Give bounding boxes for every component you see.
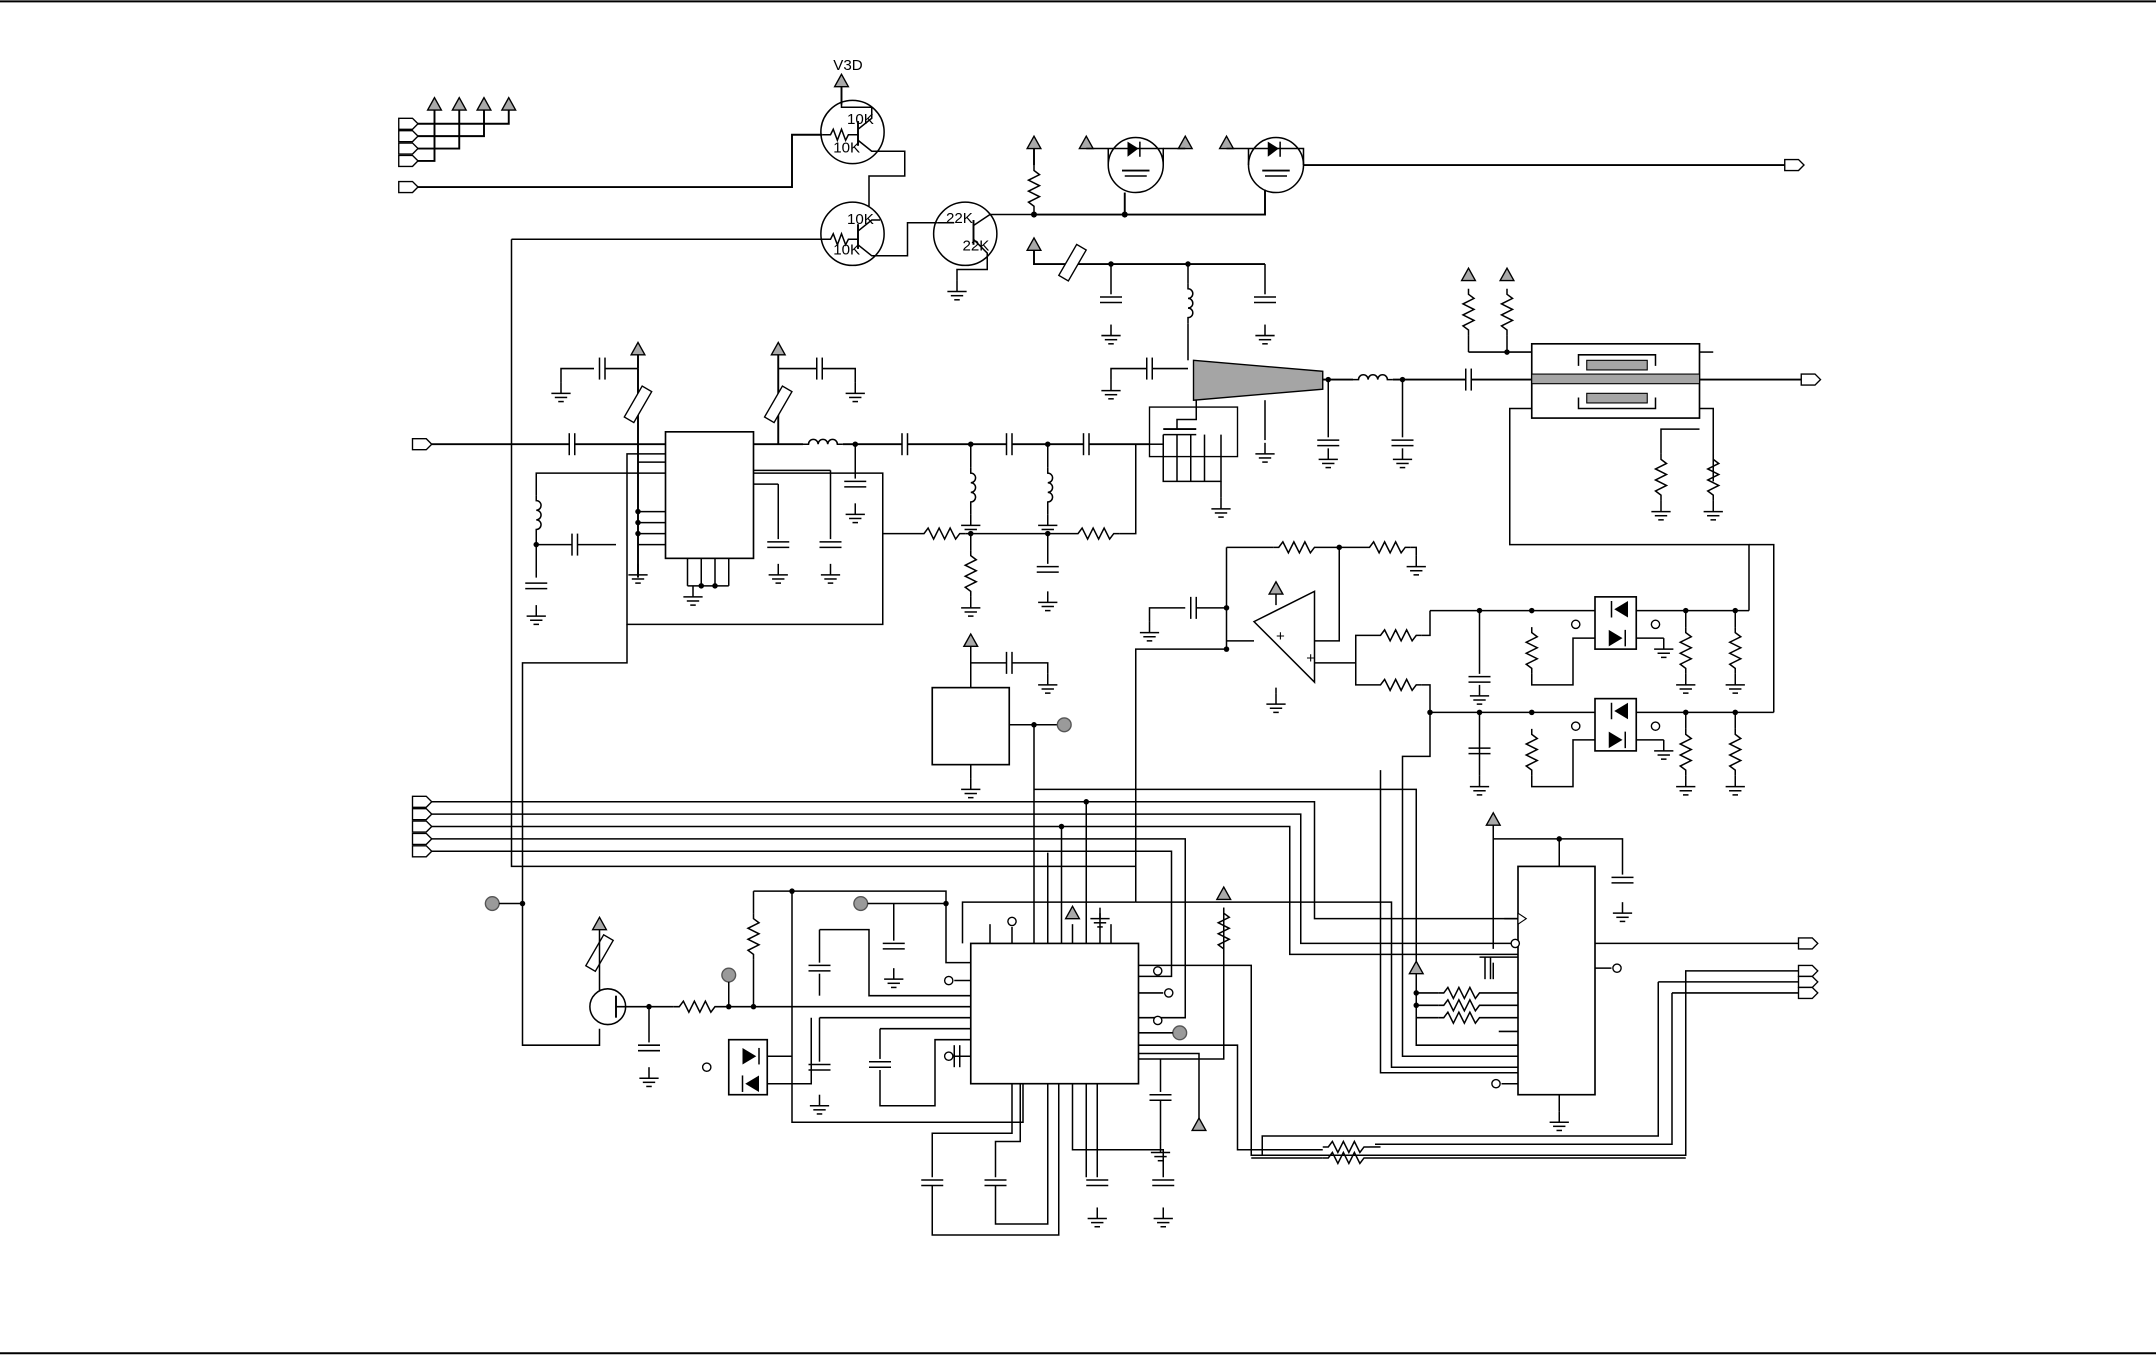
esd-protection-diode <box>703 1018 812 1095</box>
svg-text:+: + <box>1276 628 1285 645</box>
digital-transistor-q2: 10K 10K <box>512 202 938 265</box>
input-bus-ports <box>399 98 823 193</box>
power-switch-fets <box>1027 136 1804 217</box>
resistor-value-label: 10K <box>847 211 874 228</box>
test-points <box>485 897 525 911</box>
supply-label: V3D <box>833 57 862 74</box>
control-bus-ports <box>413 239 1519 1072</box>
resistor-value-label: 22K <box>946 210 973 227</box>
directional-coupler <box>1462 268 1821 610</box>
svg-text:+: + <box>1306 650 1315 667</box>
vco-supply <box>754 342 903 522</box>
resistor-value-label: 10K <box>833 140 860 157</box>
rf-power-amplifier <box>1027 238 1532 517</box>
rf-detector-upper <box>1430 597 1749 704</box>
interface-ic <box>1251 813 1818 1164</box>
digital-transistor-q1: V3D 10K 10K <box>821 57 905 206</box>
rf-transceiver-ic <box>525 342 883 624</box>
reset-transistor <box>586 891 971 1086</box>
matching-network <box>883 433 1150 616</box>
opamp-power-control: + + <box>1136 542 1430 902</box>
microcontroller-ic <box>754 887 1799 1235</box>
rf-input-port <box>413 433 666 455</box>
digital-transistor-q3: 22K 22K <box>934 202 1034 300</box>
